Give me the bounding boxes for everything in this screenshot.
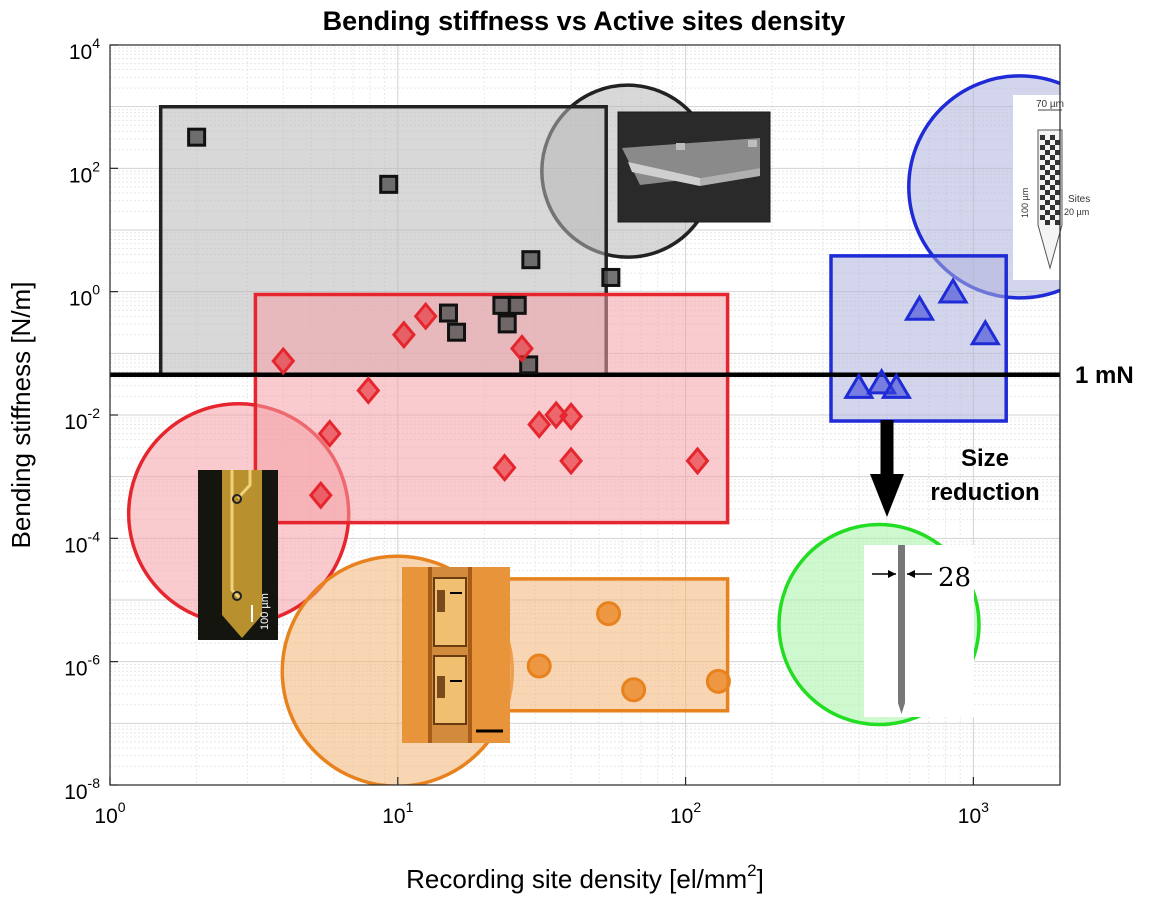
marker-diamond: [685, 446, 710, 476]
marker-diamond: [559, 446, 584, 476]
marker-triangle: [937, 277, 969, 304]
y-axis-label: Bending stiffness [N/m]: [6, 282, 36, 549]
inset-image-gray: [617, 111, 771, 223]
marker-circle: [705, 668, 731, 694]
marker-square: [379, 174, 399, 194]
marker-triangle: [969, 318, 1001, 346]
marker-square: [521, 250, 541, 270]
y-tick-label: 100: [69, 282, 100, 311]
marker-circle: [596, 601, 622, 627]
marker-diamond: [317, 419, 342, 448]
y-tick-label: 10-2: [64, 405, 100, 434]
size-reduction-label-line2: reduction: [930, 479, 1039, 506]
marker-square: [438, 303, 458, 323]
marker-square: [507, 295, 527, 315]
x-tick-label: 102: [670, 799, 701, 828]
marker-square: [601, 267, 621, 287]
inset-image-blue: 70 µm Sites 100 µm 20 µm: [1013, 95, 1118, 280]
marker-diamond: [544, 400, 569, 430]
inset-image-orange: [402, 567, 510, 743]
marker-diamond: [356, 376, 381, 405]
size-reduction-arrow: [870, 420, 904, 517]
y-tick-label: 102: [69, 158, 100, 187]
marker-diamond: [413, 301, 438, 331]
marker-square: [497, 314, 517, 334]
inset-blue-width-label: 70 µm: [1036, 99, 1064, 110]
y-tick-label: 10-6: [64, 652, 100, 681]
inset-image-green: 28: [864, 545, 974, 717]
marker-diamond: [509, 334, 534, 363]
y-tick-label: 10-4: [64, 528, 100, 557]
marker-triangle: [903, 294, 936, 321]
x-tick-label: 103: [958, 799, 989, 828]
inset-image-red: 100 µm: [198, 470, 278, 640]
marker-triangle: [880, 372, 912, 399]
region-red-box: [253, 292, 730, 525]
marker-square: [187, 127, 207, 147]
size-reduction-label-line1: Size: [961, 445, 1009, 472]
inset-blue-sites-label: Sites: [1068, 194, 1090, 205]
chart-title: Bending stiffness vs Active sites densit…: [323, 6, 846, 36]
data-markers: [187, 127, 1001, 703]
marker-triangle: [843, 372, 875, 399]
marker-diamond: [391, 320, 416, 350]
marker-diamond: [271, 346, 296, 376]
y-tick-label: 104: [69, 35, 100, 64]
marker-diamond: [559, 402, 584, 431]
x-tick-label: 100: [94, 799, 125, 828]
inset-blue-tip-label: 20 µm: [1064, 207, 1089, 217]
x-tick-label: 101: [382, 799, 413, 828]
x-axis-label: Recording site density [el/mm2]: [406, 861, 764, 894]
marker-square: [492, 295, 512, 315]
y-tick-label: 10-8: [64, 775, 100, 804]
marker-circle: [621, 677, 647, 703]
marker-square: [519, 355, 539, 375]
inset-blue-sites-pattern: [1040, 135, 1060, 225]
reference-line-label: 1 mN: [1075, 362, 1134, 389]
marker-diamond: [308, 480, 333, 510]
marker-circle: [526, 653, 552, 679]
marker-diamond: [492, 453, 517, 482]
inset-green-width-label: 28: [938, 563, 971, 593]
inset-blue-length-label: 100 µm: [1020, 188, 1030, 218]
axis-ticks: 100 101 102 103 10-8 10-6 10-4 10-2 100 102 104: [64, 35, 989, 828]
inset-red-scale-label: 100 µm: [259, 593, 271, 630]
marker-diamond: [527, 410, 552, 439]
marker-square: [447, 322, 467, 342]
